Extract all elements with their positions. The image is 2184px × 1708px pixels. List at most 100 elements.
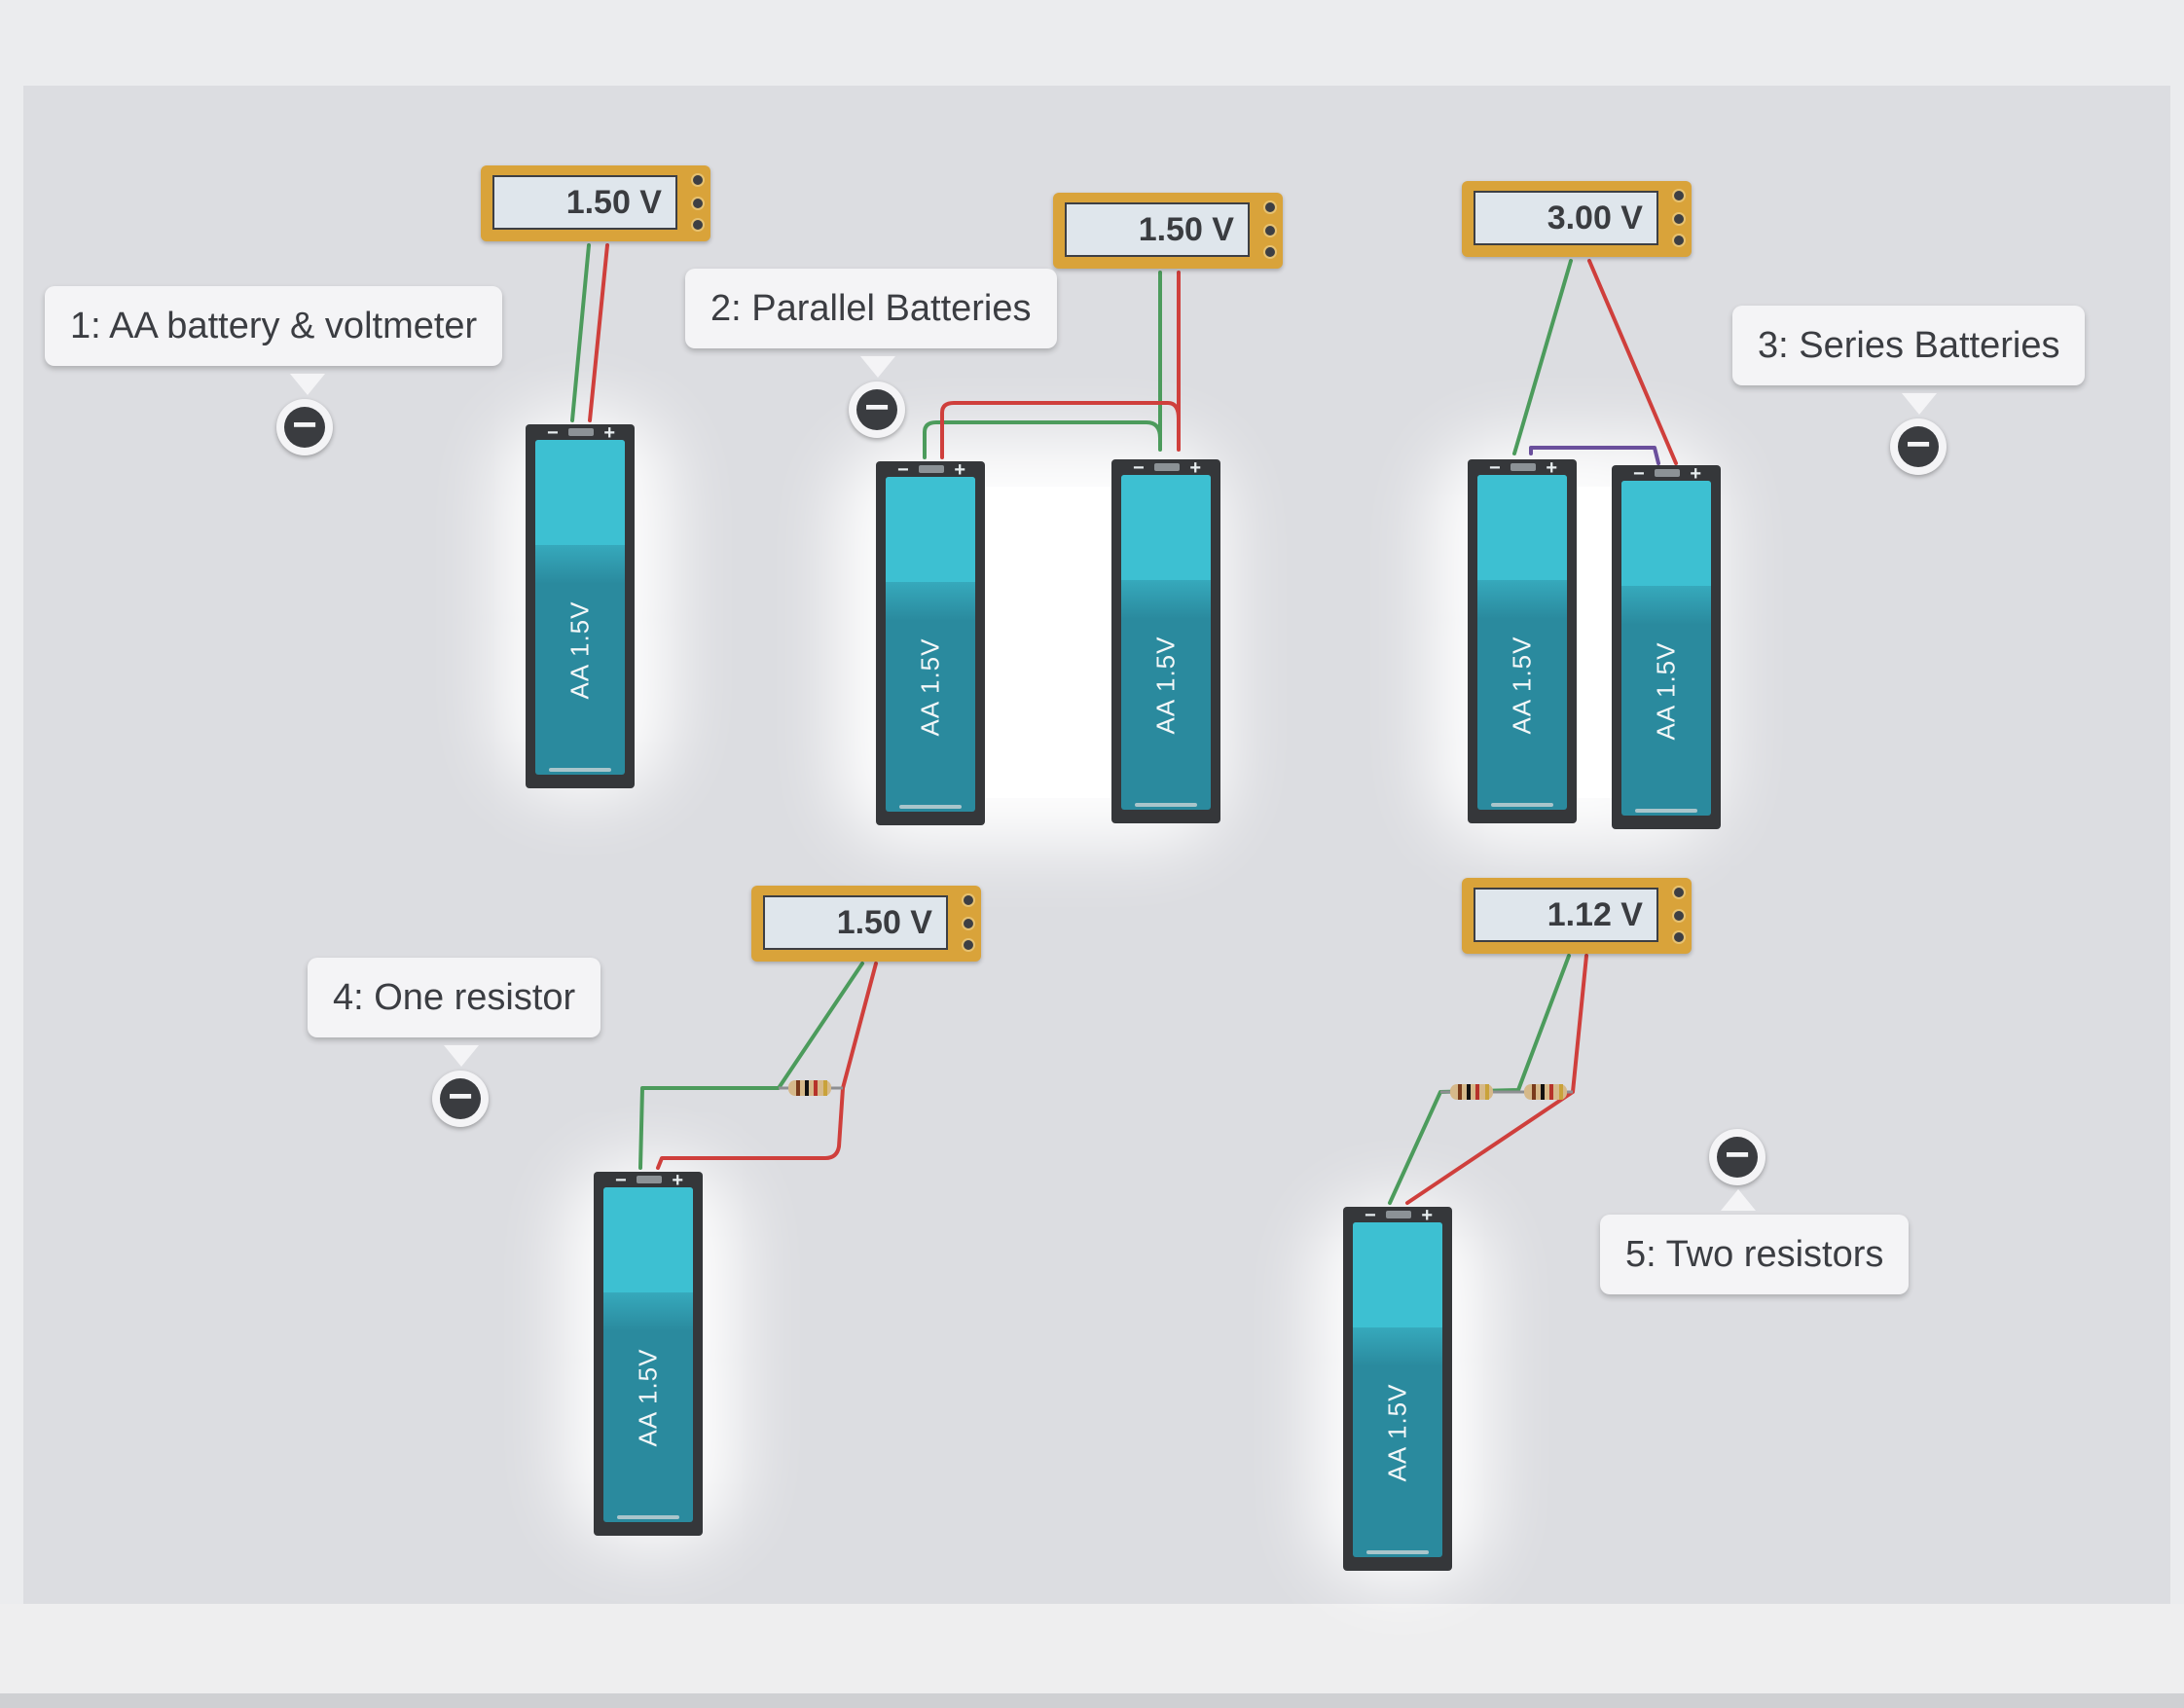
battery-plus: +: [954, 459, 965, 481]
battery-minus: −: [1365, 1205, 1376, 1226]
wire-negative: [570, 243, 591, 422]
section-label-text: 2: Parallel Batteries: [710, 288, 1032, 329]
battery-label: AA 1.5V: [1150, 636, 1181, 735]
battery-terminal-strip: [1154, 463, 1180, 471]
wire-negative: [638, 962, 864, 1170]
voltmeter-terminal[interactable]: [1263, 224, 1277, 237]
voltmeter-terminal[interactable]: [1672, 886, 1686, 899]
battery-aa[interactable]: − + AA 1.5V: [1111, 457, 1220, 823]
battery-minus: −: [1633, 463, 1645, 485]
voltmeter-2[interactable]: 1.50 V: [1053, 193, 1283, 269]
callout-tail: [1721, 1189, 1756, 1211]
collapse-button-3[interactable]: −: [1890, 418, 1947, 475]
battery-cell: [1477, 475, 1567, 810]
collapse-button-5[interactable]: −: [1709, 1129, 1765, 1185]
section-label-2: 2: Parallel Batteries: [685, 269, 1057, 348]
battery-cell: [1121, 475, 1211, 810]
wire-negative: [1512, 259, 1573, 455]
minus-circle-icon: −: [856, 386, 897, 430]
voltmeter-terminal[interactable]: [962, 917, 975, 930]
voltmeter-terminal[interactable]: [1672, 234, 1686, 247]
section-label-text: 3: Series Batteries: [1758, 325, 2060, 366]
voltmeter-terminal[interactable]: [1672, 212, 1686, 226]
battery-aa[interactable]: − + AA 1.5V: [876, 459, 985, 825]
voltmeter-terminal[interactable]: [1672, 909, 1686, 923]
minus-circle-icon: −: [284, 404, 325, 448]
battery-aa[interactable]: − + AA 1.5V: [1343, 1205, 1452, 1571]
battery-minus: −: [1489, 457, 1501, 479]
section-label-text: 1: AA battery & voltmeter: [70, 306, 478, 346]
resistor: [779, 1080, 843, 1096]
battery-terminal-strip: [1655, 469, 1680, 477]
voltmeter-3[interactable]: 3.00 V: [1462, 181, 1692, 257]
voltmeter-reading: 1.50 V: [492, 175, 677, 230]
battery-terminal-strip: [1386, 1211, 1411, 1218]
collapse-button-4[interactable]: −: [432, 1071, 489, 1127]
battery-aa[interactable]: − + AA 1.5V: [1468, 457, 1577, 823]
battery-aa[interactable]: − + AA 1.5V: [1612, 463, 1721, 829]
wire-positive: [656, 962, 878, 1170]
battery-plus: +: [672, 1170, 683, 1191]
voltmeter-terminal[interactable]: [1263, 245, 1277, 259]
voltmeter-terminal[interactable]: [691, 197, 705, 210]
battery-terminal-strip: [568, 428, 594, 436]
voltmeter-terminal[interactable]: [691, 218, 705, 232]
callout-tail: [290, 374, 325, 395]
wire-positive: [1587, 259, 1678, 465]
page-margin: [0, 1604, 2184, 1708]
voltmeter-terminal[interactable]: [962, 938, 975, 952]
battery-cell: [1621, 481, 1711, 816]
battery-aa[interactable]: − + AA 1.5V: [594, 1170, 703, 1536]
wire-negative: [923, 420, 1162, 459]
section-label-1: 1: AA battery & voltmeter: [45, 286, 503, 366]
battery-minus: −: [1133, 457, 1145, 479]
callout-tail: [860, 356, 895, 378]
callout-tail: [1902, 393, 1937, 415]
wire-positive: [940, 401, 1181, 459]
collapse-button-2[interactable]: −: [849, 382, 905, 438]
resistor: [1440, 1084, 1518, 1100]
voltmeter-reading: 3.00 V: [1474, 191, 1658, 245]
battery-label: AA 1.5V: [915, 637, 945, 737]
battery-terminal-strip: [1511, 463, 1536, 471]
wire-negative: [1388, 954, 1571, 1205]
battery-plus: +: [1189, 457, 1201, 479]
section-label-text: 4: One resistor: [333, 977, 576, 1018]
battery-plus: +: [603, 422, 615, 444]
battery-cell: [886, 477, 975, 812]
battery-aa[interactable]: − + AA 1.5V: [526, 422, 635, 788]
collapse-button-1[interactable]: −: [276, 399, 333, 455]
section-label-4: 4: One resistor: [308, 958, 601, 1037]
battery-cell: [1353, 1222, 1442, 1557]
voltmeter-1[interactable]: 1.50 V: [481, 165, 710, 241]
wire-series-link: [1529, 446, 1660, 465]
voltmeter-terminal[interactable]: [691, 173, 705, 187]
callout-tail: [444, 1045, 479, 1067]
battery-label: AA 1.5V: [1651, 641, 1681, 741]
battery-plus: +: [1690, 463, 1701, 485]
battery-minus: −: [615, 1170, 627, 1191]
minus-circle-icon: −: [1898, 423, 1939, 467]
battery-plus: +: [1421, 1205, 1433, 1226]
minus-circle-icon: −: [440, 1075, 481, 1119]
battery-terminal-strip: [919, 465, 944, 473]
battery-label: AA 1.5V: [564, 600, 595, 700]
section-label-text: 5: Two resistors: [1625, 1234, 1884, 1275]
battery-cell: [535, 440, 625, 775]
voltmeter-terminal[interactable]: [1672, 930, 1686, 944]
voltmeter-terminal[interactable]: [962, 893, 975, 907]
voltmeter-reading: 1.50 V: [763, 895, 948, 950]
voltmeter-terminal[interactable]: [1263, 200, 1277, 214]
minus-circle-icon: −: [1717, 1134, 1758, 1178]
battery-minus: −: [897, 459, 909, 481]
voltmeter-terminal[interactable]: [1672, 189, 1686, 202]
page-edge: [0, 1693, 2184, 1708]
wire-positive: [1405, 954, 1588, 1205]
battery-minus: −: [547, 422, 559, 444]
voltmeter-4[interactable]: 1.50 V: [751, 886, 981, 962]
voltmeter-5[interactable]: 1.12 V: [1462, 878, 1692, 954]
battery-cell: [603, 1187, 693, 1522]
section-label-3: 3: Series Batteries: [1732, 306, 2086, 385]
battery-plus: +: [1546, 457, 1557, 479]
